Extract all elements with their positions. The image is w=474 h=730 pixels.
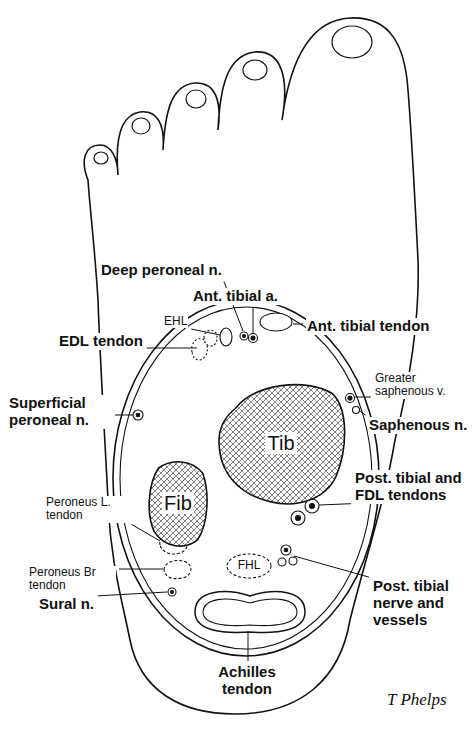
anterior-tibial-tendon xyxy=(260,313,292,331)
leader-line xyxy=(191,329,220,335)
tendon-name: FHL xyxy=(236,559,263,572)
ankle-section-inner xyxy=(120,307,372,649)
anatomy-label: EHL xyxy=(163,315,188,328)
leader-line xyxy=(360,411,366,415)
deep-peroneal-nerve xyxy=(240,332,248,340)
toenail xyxy=(132,118,150,134)
toenail xyxy=(186,90,206,108)
artery-lumen xyxy=(251,336,255,340)
leader-line xyxy=(248,631,249,661)
nerve-dot xyxy=(284,548,288,552)
anatomy-label: Post. tibial nerve and vessels xyxy=(372,578,470,628)
toenail xyxy=(94,152,108,164)
achilles-tendon-inner xyxy=(203,599,297,625)
anatomy-label: Post. tibial and FDL tendons xyxy=(354,470,468,504)
leader-line xyxy=(355,397,371,398)
posterior-tibial-tendon xyxy=(291,511,305,525)
leader-line xyxy=(253,308,254,333)
posterior-tibial-nerve xyxy=(281,545,291,555)
saphenous-nerve xyxy=(353,407,360,414)
fibula-outline xyxy=(149,462,207,546)
posterior-tibial-vessel xyxy=(278,558,286,566)
anatomy-label: Peroneus L. tendon xyxy=(45,496,129,523)
anatomy-label: Peroneus Br tendon xyxy=(28,566,116,593)
anatomy-label: Ant. tibial tendon xyxy=(306,318,430,335)
tendon-core xyxy=(296,516,301,521)
ankle-section-outer xyxy=(113,300,379,656)
leader-line xyxy=(294,556,369,577)
leader-line xyxy=(115,415,133,416)
anterior-tibial-artery xyxy=(249,334,258,343)
anatomy-label: Deep peroneal n. xyxy=(100,262,223,279)
superficial-peroneal-nerve xyxy=(133,410,143,420)
nerve-dot xyxy=(171,591,174,594)
bone-section: Fib xyxy=(146,458,210,548)
peroneus-brevis-tendon xyxy=(164,560,191,578)
bone-name: Fib xyxy=(162,492,194,514)
anatomy-label: Saphenous n. xyxy=(368,417,468,434)
toenails xyxy=(94,26,372,164)
leader-line xyxy=(319,504,351,505)
tendon-outline: FHL xyxy=(226,553,272,579)
ehl-tendon xyxy=(220,328,232,346)
anatomy-label: Greater saphenous v. xyxy=(374,372,468,399)
sural-nerve xyxy=(168,588,176,596)
foot-outline xyxy=(84,18,418,714)
toenail xyxy=(332,26,372,58)
artist-signature: T Phelps xyxy=(386,690,448,709)
bone-name: Tib xyxy=(265,432,296,454)
leader-line xyxy=(293,324,303,325)
nerve-dot xyxy=(136,413,140,417)
bone-section: Tib xyxy=(215,378,347,508)
achilles-tendon xyxy=(195,592,305,633)
vein-lumen xyxy=(348,396,352,400)
fhl-outline xyxy=(227,554,271,578)
anatomy-label: EDL tendon xyxy=(58,333,144,350)
tibia-outline xyxy=(219,385,345,504)
tendon-core xyxy=(310,504,315,509)
anatomy-label: Achilles tendon xyxy=(196,664,298,698)
toenail xyxy=(243,60,267,80)
nerve-dot xyxy=(243,335,246,338)
posterior-tibial-vessel xyxy=(289,557,297,565)
anatomy-label: Ant. tibial a. xyxy=(192,288,279,305)
greater-saphenous-vein xyxy=(346,394,355,403)
anatomy-label: Sural n. xyxy=(38,596,95,613)
anatomy-label: Superficial peroneal n. xyxy=(8,395,112,429)
leader-line xyxy=(147,348,197,349)
leader-line xyxy=(119,569,163,570)
